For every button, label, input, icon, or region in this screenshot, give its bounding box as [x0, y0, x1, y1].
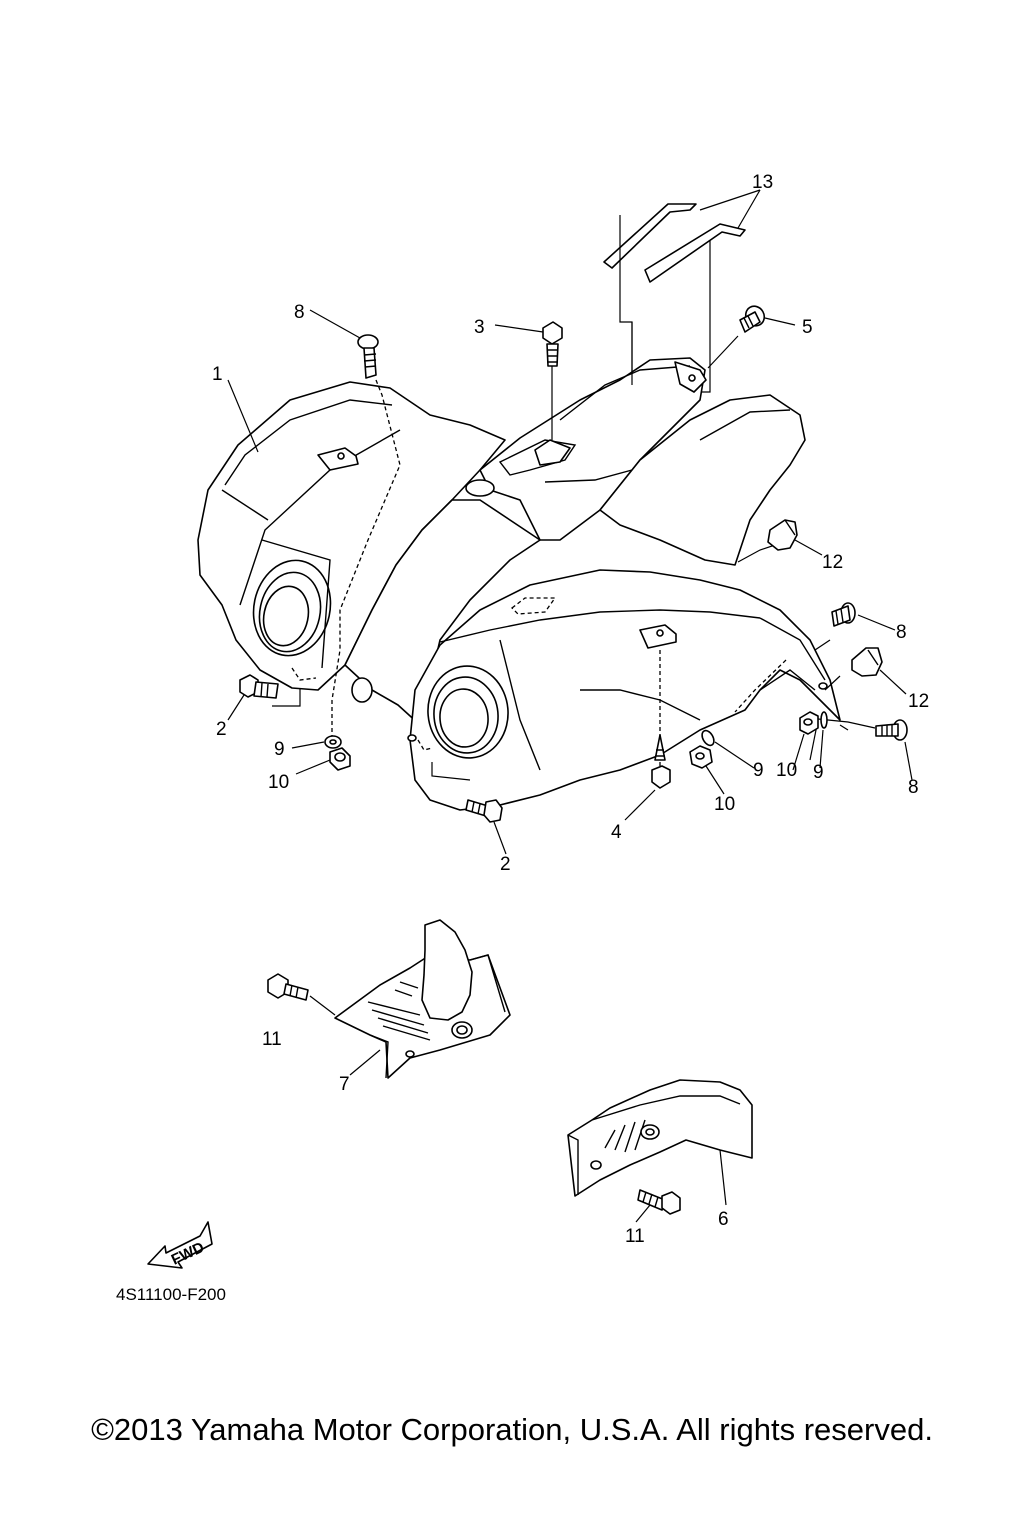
bolt-4	[651, 734, 671, 789]
callout-4: 4	[611, 822, 622, 843]
callout-8-top: 8	[294, 302, 305, 323]
callout-9-left: 9	[274, 739, 285, 760]
callout-10-right: 10	[776, 760, 797, 781]
screw-5	[739, 305, 766, 333]
callout-12-lower: 12	[908, 691, 929, 712]
bolt-2-left	[239, 674, 279, 699]
washer-9-right	[820, 711, 828, 729]
nut-10-right	[799, 711, 819, 735]
callout-3: 3	[474, 317, 485, 338]
callout-2-lower: 2	[500, 854, 511, 875]
fasteners	[239, 305, 908, 823]
bolt-3	[542, 321, 563, 367]
bolt-8-top	[357, 334, 379, 379]
callout-numbers: 1 2 2 3 4 5 6 7 8 8 8 9 9 9 10 10 10 11 …	[212, 172, 929, 1247]
callout-9-center: 9	[753, 760, 764, 781]
diagram-code: 4S11100-F200	[116, 1285, 226, 1304]
part-1-front-fender	[197, 357, 841, 811]
copyright-notice: ©2013 Yamaha Motor Corporation, U.S.A. A…	[91, 1412, 933, 1447]
callout-2-left: 2	[216, 719, 227, 740]
clip-12-lower	[851, 647, 883, 677]
callout-8-right-lower: 8	[908, 777, 919, 798]
callout-8-right-upper: 8	[896, 622, 907, 643]
forward-arrow-icon: FWD	[147, 1221, 213, 1269]
callout-11-left: 11	[262, 1029, 282, 1050]
callout-leaders	[227, 189, 913, 1223]
callout-10-center: 10	[714, 794, 735, 815]
callout-1: 1	[212, 364, 223, 385]
callout-9-right: 9	[813, 762, 824, 783]
part-6-right-mudflap	[567, 1079, 753, 1206]
leader-lines	[272, 322, 876, 781]
callout-6: 6	[718, 1209, 729, 1230]
clip-12-upper	[767, 519, 798, 551]
nut-10-left	[329, 747, 351, 771]
callout-5: 5	[802, 317, 813, 338]
part-7-left-mudflap	[334, 919, 511, 1079]
bolt-2-lower	[465, 799, 503, 823]
washer-9-center	[701, 729, 715, 747]
nut-10-center	[689, 745, 713, 769]
headlight-right	[427, 665, 509, 759]
callout-7: 7	[339, 1074, 350, 1095]
callout-11-right: 11	[625, 1226, 645, 1247]
bolt-11-left	[267, 973, 336, 1016]
bolt-8-right-upper	[831, 602, 856, 627]
headlight-left	[252, 559, 332, 657]
part-13-decal-strips	[603, 203, 746, 283]
callout-13: 13	[752, 172, 773, 193]
bolt-11-right	[637, 1189, 681, 1215]
callout-10-left: 10	[268, 772, 289, 793]
bolt-8-right-lower	[875, 719, 908, 741]
callout-12-upper: 12	[822, 552, 843, 573]
